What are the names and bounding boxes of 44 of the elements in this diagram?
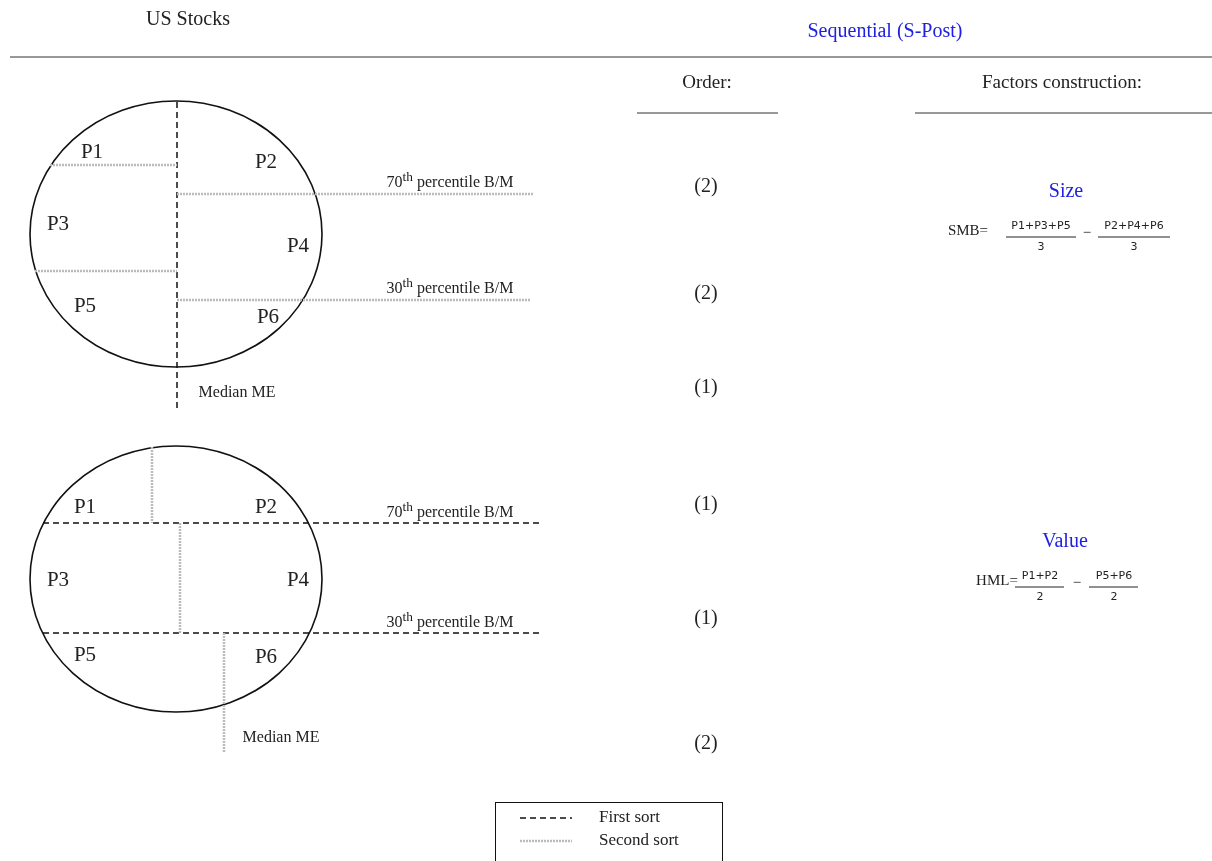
portfolio-label: P2: [254, 150, 278, 174]
breakpoint-label: 70$^{th}$ percentile B/M: [386, 499, 514, 521]
portfolio-label: P1: [80, 140, 104, 164]
formula-text: 3: [1037, 240, 1045, 254]
breakpoint-label: 30$^{th}$ percentile B/M: [386, 275, 514, 297]
formula-text: P5+P6: [1095, 569, 1133, 583]
column-heading: US Stocks: [146, 7, 230, 29]
formula-text: 2: [1036, 590, 1044, 604]
formula-text: −: [1072, 573, 1082, 591]
sort-order-label: (1): [694, 606, 718, 628]
formula-text: 3: [1130, 240, 1138, 254]
portfolio-label: P3: [46, 212, 70, 236]
column-heading: Sequential (S-Post): [807, 19, 963, 41]
portfolio-label: P4: [286, 234, 310, 258]
sort-order-label: (1): [694, 492, 718, 514]
formula-text: P1+P3+P5: [1011, 219, 1071, 233]
breakpoint-label: Median ME: [198, 383, 276, 401]
legend-label: Second sort: [599, 831, 679, 850]
formula-text: SMB=: [947, 221, 989, 239]
portfolio-label: P5: [73, 294, 97, 318]
formula-text: 2: [1110, 590, 1118, 604]
sort-order-label: (2): [694, 174, 718, 196]
factor-name: Size: [1048, 179, 1084, 201]
breakpoint-label: 30$^{th}$ percentile B/M: [386, 609, 514, 631]
portfolio-label: P6: [256, 305, 280, 329]
portfolio-label: P2: [254, 495, 278, 519]
column-heading: Factors construction:: [982, 71, 1142, 93]
portfolio-label: P3: [46, 568, 70, 592]
column-heading: Order:: [682, 71, 732, 93]
portfolio-label: P6: [254, 645, 278, 669]
formula-text: HML=: [976, 571, 1018, 589]
portfolio-label: P1: [73, 495, 97, 519]
breakpoint-label: 70$^{th}$ percentile B/M: [386, 169, 514, 191]
sort-order-label: (1): [694, 375, 718, 397]
breakpoint-label: Median ME: [242, 728, 320, 746]
sort-order-label: (2): [694, 731, 718, 753]
portfolio-label: P4: [286, 568, 310, 592]
formula-text: P1+P2: [1021, 569, 1059, 583]
portfolio-label: P5: [73, 643, 97, 667]
factor-name: Value: [1042, 529, 1088, 551]
formula-text: P2+P4+P6: [1104, 219, 1164, 233]
formula-text: −: [1082, 223, 1092, 241]
legend-label: First sort: [599, 808, 660, 827]
sort-order-label: (2): [694, 281, 718, 303]
